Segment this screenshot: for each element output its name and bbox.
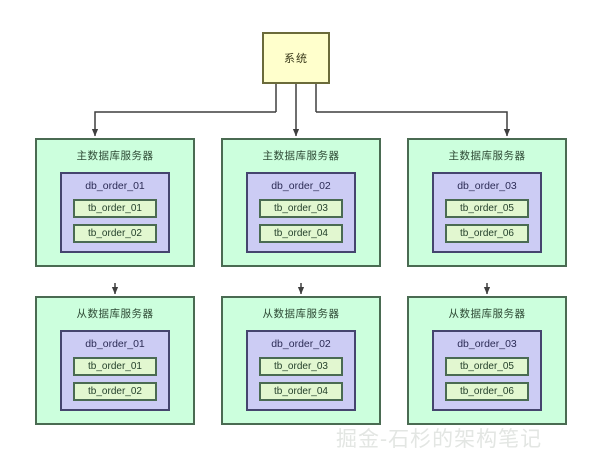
- slave-server-1[interactable]: 从数据库服务器 db_order_01 tb_order_01 tb_order…: [35, 296, 195, 425]
- table-label: tb_order_03: [274, 203, 328, 214]
- slave-server-3[interactable]: 从数据库服务器 db_order_03 tb_order_05 tb_order…: [407, 296, 567, 425]
- system-node[interactable]: 系统: [262, 32, 330, 84]
- server-title: 主数据库服务器: [448, 150, 526, 162]
- slave-server-2[interactable]: 从数据库服务器 db_order_02 tb_order_03 tb_order…: [221, 296, 381, 425]
- table-node[interactable]: tb_order_04: [259, 382, 343, 401]
- table-label: tb_order_05: [460, 361, 514, 372]
- table-node[interactable]: tb_order_05: [445, 199, 529, 218]
- table-node[interactable]: tb_order_05: [445, 357, 529, 376]
- connector-system-to-master-1: [91, 111, 276, 137]
- system-label: 系统: [284, 53, 308, 65]
- table-label: tb_order_01: [88, 361, 142, 372]
- table-label: tb_order_06: [460, 386, 514, 397]
- table-node[interactable]: tb_order_06: [445, 224, 529, 243]
- table-label: tb_order_01: [88, 203, 142, 214]
- table-node[interactable]: tb_order_01: [73, 357, 157, 376]
- server-title: 从数据库服务器: [76, 308, 154, 320]
- table-node[interactable]: tb_order_02: [73, 224, 157, 243]
- database-node[interactable]: db_order_02 tb_order_03 tb_order_04: [246, 172, 356, 253]
- database-label: db_order_01: [85, 338, 145, 350]
- database-label: db_order_02: [271, 338, 331, 350]
- table-node[interactable]: tb_order_02: [73, 382, 157, 401]
- database-label: db_order_01: [85, 180, 145, 192]
- table-label: tb_order_02: [88, 228, 142, 239]
- connector-system-to-master-3: [316, 111, 511, 137]
- master-server-3[interactable]: 主数据库服务器 db_order_03 tb_order_05 tb_order…: [407, 138, 567, 267]
- database-label: db_order_03: [457, 180, 517, 192]
- table-label: tb_order_05: [460, 203, 514, 214]
- table-node[interactable]: tb_order_04: [259, 224, 343, 243]
- database-node[interactable]: db_order_03 tb_order_05 tb_order_06: [432, 330, 542, 411]
- server-title: 从数据库服务器: [262, 308, 340, 320]
- server-title: 主数据库服务器: [76, 150, 154, 162]
- database-label: db_order_03: [457, 338, 517, 350]
- master-server-2[interactable]: 主数据库服务器 db_order_02 tb_order_03 tb_order…: [221, 138, 381, 267]
- table-node[interactable]: tb_order_01: [73, 199, 157, 218]
- table-label: tb_order_02: [88, 386, 142, 397]
- server-title: 主数据库服务器: [262, 150, 340, 162]
- database-node[interactable]: db_order_03 tb_order_05 tb_order_06: [432, 172, 542, 253]
- table-label: tb_order_04: [274, 228, 328, 239]
- database-node[interactable]: db_order_01 tb_order_01 tb_order_02: [60, 330, 170, 411]
- database-node[interactable]: db_order_02 tb_order_03 tb_order_04: [246, 330, 356, 411]
- table-node[interactable]: tb_order_06: [445, 382, 529, 401]
- table-label: tb_order_04: [274, 386, 328, 397]
- server-title: 从数据库服务器: [448, 308, 526, 320]
- table-label: tb_order_06: [460, 228, 514, 239]
- database-label: db_order_02: [271, 180, 331, 192]
- table-node[interactable]: tb_order_03: [259, 357, 343, 376]
- master-server-1[interactable]: 主数据库服务器 db_order_01 tb_order_01 tb_order…: [35, 138, 195, 267]
- table-node[interactable]: tb_order_03: [259, 199, 343, 218]
- table-label: tb_order_03: [274, 361, 328, 372]
- database-node[interactable]: db_order_01 tb_order_01 tb_order_02: [60, 172, 170, 253]
- watermark: 掘金-石杉的架构笔记: [336, 427, 543, 451]
